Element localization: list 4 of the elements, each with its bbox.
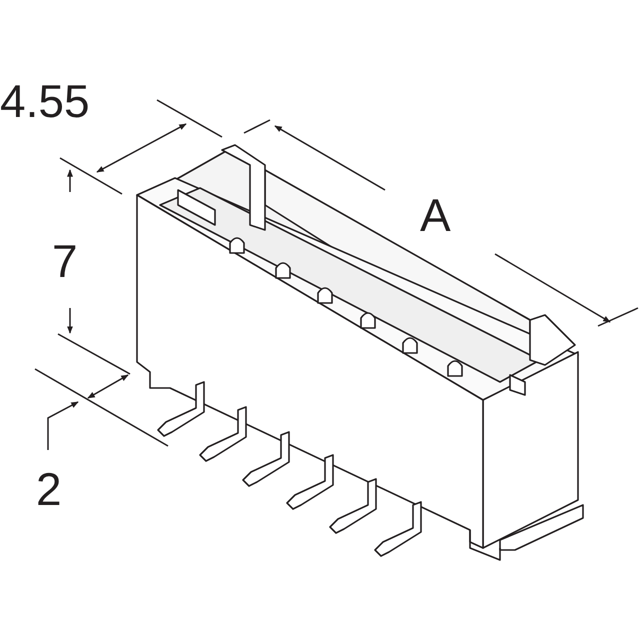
dimension-value: 7 <box>52 238 78 284</box>
dimension-value: 2 <box>36 466 62 512</box>
dimension-value: 4.55 <box>0 78 90 124</box>
dimension-value: A <box>420 192 451 238</box>
